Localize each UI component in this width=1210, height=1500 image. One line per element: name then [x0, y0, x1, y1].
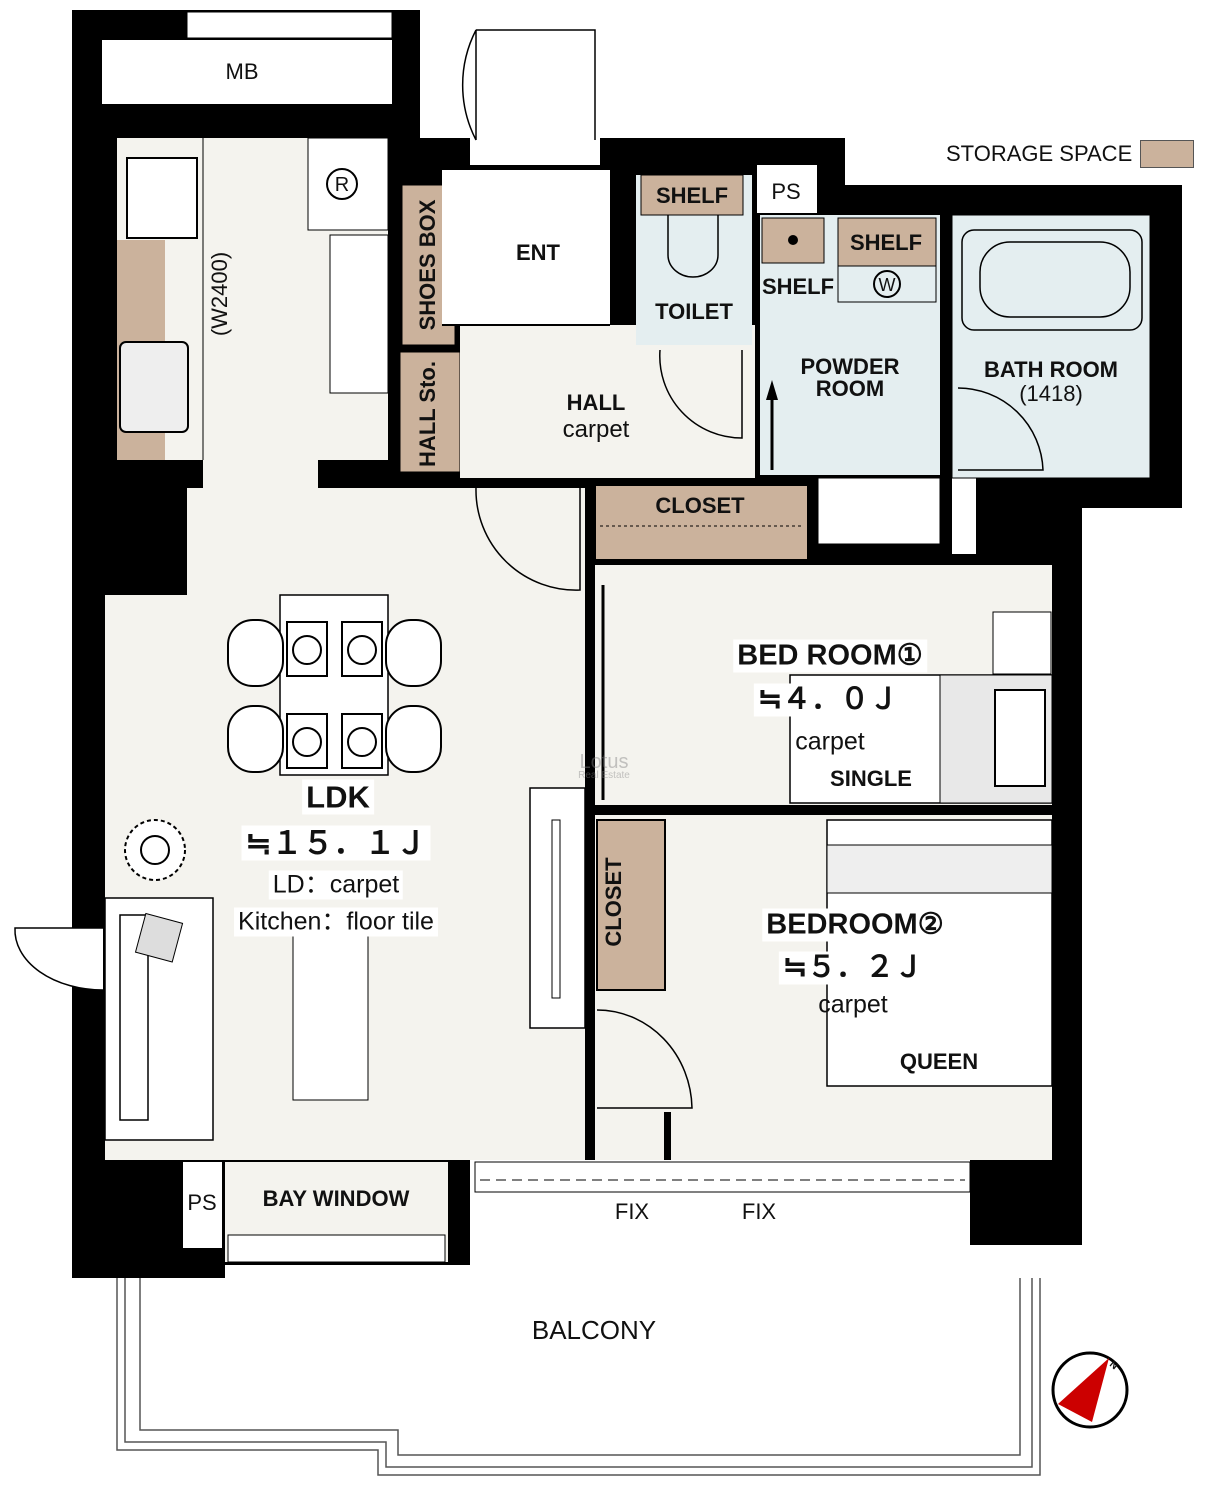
- label-toilet-shelf: SHELF: [655, 183, 729, 208]
- watermark-logo: Lotus: [579, 751, 629, 773]
- bath-door: [957, 387, 1044, 471]
- washer-icon: [873, 270, 901, 298]
- closet1: [594, 484, 809, 561]
- sink: [119, 341, 189, 433]
- toilet-door: [659, 349, 743, 439]
- label-ldk: LDK: [302, 779, 374, 815]
- ldk-door: [475, 487, 581, 591]
- toilet-shelf: [640, 174, 744, 216]
- hall-storage: [399, 351, 461, 473]
- balcony-window: [474, 1161, 971, 1193]
- dining-chairs: [227, 619, 442, 773]
- label-bedroom1: BED ROOM①: [733, 639, 927, 673]
- bathtub-inner: [979, 241, 1131, 318]
- label-bedroom2: BEDROOM②: [762, 908, 948, 942]
- wall-stub: [664, 1112, 671, 1160]
- label-mb: MB: [225, 59, 259, 84]
- label-ld-floor: LD：carpet: [268, 870, 404, 900]
- kitchen-cabinet: [329, 234, 389, 394]
- label-closet1: CLOSET: [655, 493, 745, 518]
- legend: STORAGE SPACE: [946, 140, 1195, 168]
- label-fix-left: FIX: [614, 1199, 650, 1224]
- entrance-floor: [442, 170, 610, 325]
- bed1-radiator: [992, 611, 1052, 675]
- label-powder-shelf-small: SHELF: [761, 274, 835, 299]
- label-washer: W: [878, 275, 896, 295]
- label-bedroom1-size: ≒４．０Ｊ: [753, 683, 903, 717]
- kitchen-island: [292, 934, 369, 1101]
- stove: [126, 157, 198, 239]
- plant-icon: [124, 819, 186, 881]
- label-balcony: BALCONY: [531, 1315, 657, 1345]
- label-kitchen-width: (W2400): [207, 251, 232, 337]
- label-single-bed: SINGLE: [830, 766, 912, 791]
- balcony-railing: [116, 1278, 1041, 1476]
- label-closet2: CLOSET: [601, 857, 626, 947]
- label-powder-shelf: SHELF: [849, 230, 923, 255]
- ldk-side-door: [14, 927, 104, 991]
- label-ps-top: PS: [771, 179, 801, 204]
- label-bedroom2-floor: carpet: [818, 990, 888, 1019]
- label-bedroom1-floor: carpet: [795, 727, 865, 756]
- ps-gap: [952, 478, 976, 554]
- watermark-sub: Real Estate: [578, 770, 630, 781]
- label-ldk-size: ≒１５．１Ｊ: [241, 825, 431, 861]
- label-bath-size: (1418): [1019, 381, 1083, 406]
- fridge-space: [307, 137, 389, 231]
- ldk-floor: [105, 488, 585, 1160]
- ps-bottom-box: [183, 1162, 222, 1248]
- label-toilet: TOILET: [655, 299, 733, 324]
- hall-floor: [460, 325, 755, 478]
- storage-swatch: [1140, 140, 1195, 168]
- label-hall-storage: HALL Sto.: [415, 361, 440, 467]
- bed2-door: [596, 1009, 693, 1109]
- label-bedroom2-size: ≒５．２Ｊ: [778, 951, 928, 985]
- bath-floor: [951, 214, 1151, 479]
- closet2: [596, 819, 666, 991]
- fridge-icon: [326, 168, 358, 200]
- label-queen-bed: QUEEN: [899, 1049, 979, 1074]
- ps-top-box: [757, 165, 817, 213]
- label-ent: ENT: [516, 240, 560, 265]
- label-fix-right: FIX: [741, 1199, 777, 1224]
- powder-shelf: [837, 217, 937, 267]
- label-kitchen-floor: Kitchen：floor tile: [234, 907, 438, 937]
- toilet-bowl: [667, 215, 719, 278]
- label-fridge: R: [334, 174, 350, 196]
- entrance-door: [461, 29, 596, 141]
- label-bay-window: BAY WINDOW: [262, 1186, 410, 1211]
- label-powder-room: POWDER ROOM: [800, 354, 900, 401]
- light-dot: [788, 235, 798, 245]
- label-shoes-box: SHOES BOX: [415, 199, 440, 331]
- bay-sill: [227, 1234, 446, 1263]
- legend-label: STORAGE SPACE: [946, 141, 1133, 166]
- mb-box: [102, 40, 392, 104]
- bathtub: [961, 229, 1143, 331]
- label-hall: HALL: [566, 390, 626, 415]
- mb-top-vent: [186, 11, 393, 39]
- cushion: [134, 912, 184, 963]
- north-arrow-icon: [1058, 1358, 1109, 1422]
- tv: [551, 819, 561, 999]
- bed2-pillows: [826, 844, 1053, 894]
- bed1-pillow: [994, 689, 1046, 787]
- label-hall-floor: carpet: [562, 416, 630, 443]
- label-bath-room: BATH ROOM: [983, 357, 1119, 382]
- vanity: [817, 477, 941, 545]
- powder-arrow-head: [766, 380, 778, 400]
- label-ps-bottom: PS: [187, 1190, 217, 1215]
- place-settings: [286, 621, 383, 769]
- kitchen-opening: [203, 460, 318, 488]
